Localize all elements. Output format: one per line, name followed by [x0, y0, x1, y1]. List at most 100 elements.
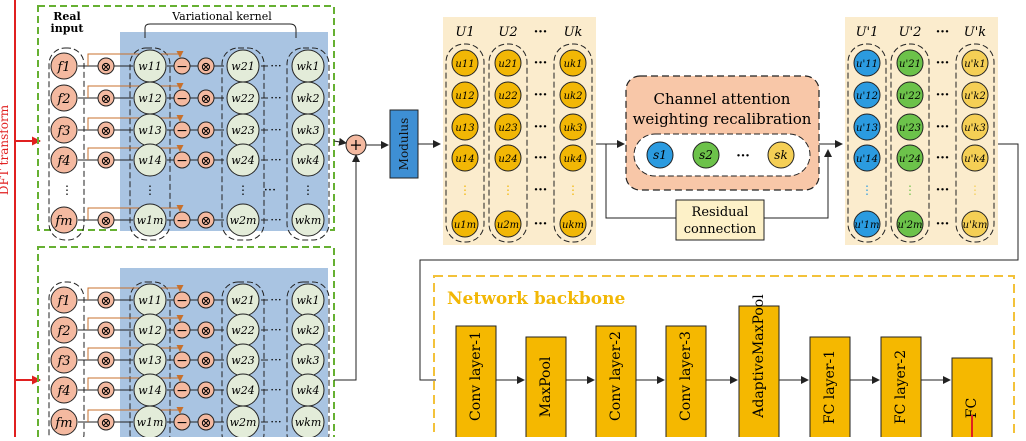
multiply-node	[97, 381, 115, 399]
u-node	[559, 113, 587, 141]
u-node-label: u'k1	[964, 59, 986, 70]
u-node	[961, 81, 989, 109]
kernel-label: wkm	[295, 214, 322, 227]
kernel-label: wk2	[296, 92, 319, 105]
residual-label-line1: Residual	[692, 205, 749, 220]
u-node-label: u'km	[963, 220, 988, 231]
vertical-ellipsis: ⋮	[459, 183, 471, 197]
u-node	[451, 210, 479, 238]
vertical-ellipsis: ⋮	[969, 183, 981, 197]
horizontal-ellipsis: ···	[270, 293, 281, 307]
u-node	[494, 144, 522, 172]
kernel-label: wk1	[296, 294, 319, 307]
vertical-ellipsis: ⋮	[861, 183, 873, 197]
u-node-label: u'2m	[897, 220, 922, 231]
multiply-node	[97, 413, 115, 431]
u-node-label: u'14	[856, 154, 878, 165]
input-label: fm	[54, 214, 72, 229]
u-node-label: u13	[455, 123, 474, 134]
vertical-ellipsis: ⋮	[567, 183, 579, 197]
u-node	[961, 144, 989, 172]
minus-node	[173, 151, 191, 169]
kernel-label: wk2	[296, 324, 319, 337]
u-node-label: u'24	[899, 154, 921, 165]
minus-node	[173, 121, 191, 139]
u-node	[961, 49, 989, 77]
multiply-symbol: ⊗	[101, 154, 112, 169]
kernel-label: w14	[138, 384, 161, 397]
u-node-label: u'22	[899, 91, 921, 102]
u-node-label: uk1	[564, 59, 583, 70]
kernel-label: w11	[138, 60, 161, 73]
input-node	[50, 146, 78, 174]
attention-weight-label: sk	[774, 148, 787, 162]
kernel-label: wkm	[295, 416, 322, 429]
kernel-label: w1m	[137, 214, 164, 227]
u-node	[451, 81, 479, 109]
u-node	[896, 113, 924, 141]
horizontal-ellipsis: ···	[936, 88, 950, 103]
bottom-to-sum-arrow	[334, 154, 360, 381]
attention-title-line2: weighting recalibration	[633, 110, 812, 128]
minus-symbol: −	[176, 123, 188, 139]
horizontal-ellipsis: ···	[534, 217, 548, 232]
u-node-label: uk3	[564, 123, 583, 134]
u-column-header: U1	[455, 25, 474, 40]
multiply-node	[197, 211, 215, 229]
node-column-outline	[221, 47, 265, 241]
kernel-bracket	[144, 23, 297, 38]
modulus-label: Modulus	[397, 118, 411, 171]
horizontal-ellipsis: ···	[534, 183, 548, 198]
u-column-header: U2	[498, 25, 517, 40]
backbone-layer-box	[738, 305, 780, 441]
horizontal-ellipsis: ···	[270, 153, 281, 167]
kernel-label: w1m	[137, 416, 164, 429]
u-node	[559, 144, 587, 172]
minus-symbol: −	[176, 415, 188, 431]
backbone-layer-label: FC layer-2	[893, 350, 909, 424]
node-column-outline	[48, 281, 85, 441]
horizontal-ellipsis: ···	[534, 120, 548, 135]
horizontal-ellipsis: ···	[736, 149, 750, 164]
kernel-label: w22	[231, 92, 254, 105]
variational-kernel-label: Variational kernel	[171, 10, 272, 23]
backbone-layer-box	[525, 336, 567, 441]
u-column-header: U'1	[856, 25, 879, 40]
input-node	[50, 52, 78, 80]
feedback-arrow	[87, 315, 184, 330]
dft-transform-label: DFT transform	[0, 104, 11, 195]
backbone-layer-label: FC layer-1	[822, 350, 838, 424]
minus-node	[173, 89, 191, 107]
u-node-label: u2m	[497, 220, 519, 231]
kernel-label: w21	[231, 60, 254, 73]
input-label: f2	[56, 92, 70, 107]
u-node-label: u14	[455, 154, 474, 165]
kernel-label: w13	[138, 354, 161, 367]
feedback-arrow	[87, 285, 184, 300]
u-node	[961, 210, 989, 238]
feedback-arrow	[87, 205, 184, 220]
u-node	[559, 49, 587, 77]
feedback-arrow	[87, 345, 184, 360]
input-label: f1	[56, 60, 70, 75]
kernel-label: w12	[138, 324, 161, 337]
network-backbone-box	[433, 275, 1015, 441]
multiply-symbol: ⊗	[201, 60, 212, 75]
kernel-label: w22	[231, 324, 254, 337]
attention-weight-node	[692, 141, 720, 169]
input-node	[50, 376, 78, 404]
u-node-label: u24	[498, 154, 517, 165]
input-node	[50, 206, 78, 234]
vertical-ellipsis: ⋮	[61, 183, 73, 197]
input-label: f1	[56, 294, 70, 309]
minus-symbol: −	[176, 59, 188, 75]
horizontal-ellipsis: ···	[270, 59, 281, 73]
horizontal-ellipsis: ···	[270, 123, 281, 137]
backbone-layer-box	[809, 336, 851, 441]
multiply-symbol: ⊗	[201, 154, 212, 169]
